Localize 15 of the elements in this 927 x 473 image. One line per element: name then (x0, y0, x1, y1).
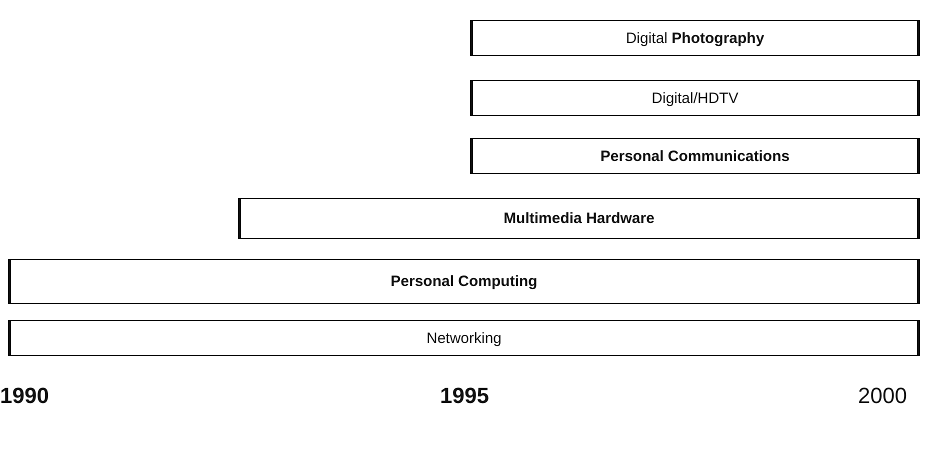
timeline-bar (8, 259, 920, 304)
timeline-bar (470, 138, 920, 174)
timeline-bar (238, 198, 920, 239)
bar-label: Digital/HDTV (652, 90, 738, 106)
timeline-bar (470, 20, 920, 56)
bar-label: Personal Communications (600, 148, 790, 164)
bar-label: Networking (426, 330, 502, 346)
year-label: 1990 (0, 383, 49, 409)
bar-label: Digital Photography (626, 30, 764, 46)
bar-label: Personal Computing (390, 273, 538, 290)
year-label: 2000 (858, 383, 907, 409)
year-label: 1995 (440, 383, 489, 409)
bar-label: Multimedia Hardware (504, 210, 654, 227)
timeline-bar (470, 80, 920, 116)
timeline-bar (8, 320, 920, 356)
